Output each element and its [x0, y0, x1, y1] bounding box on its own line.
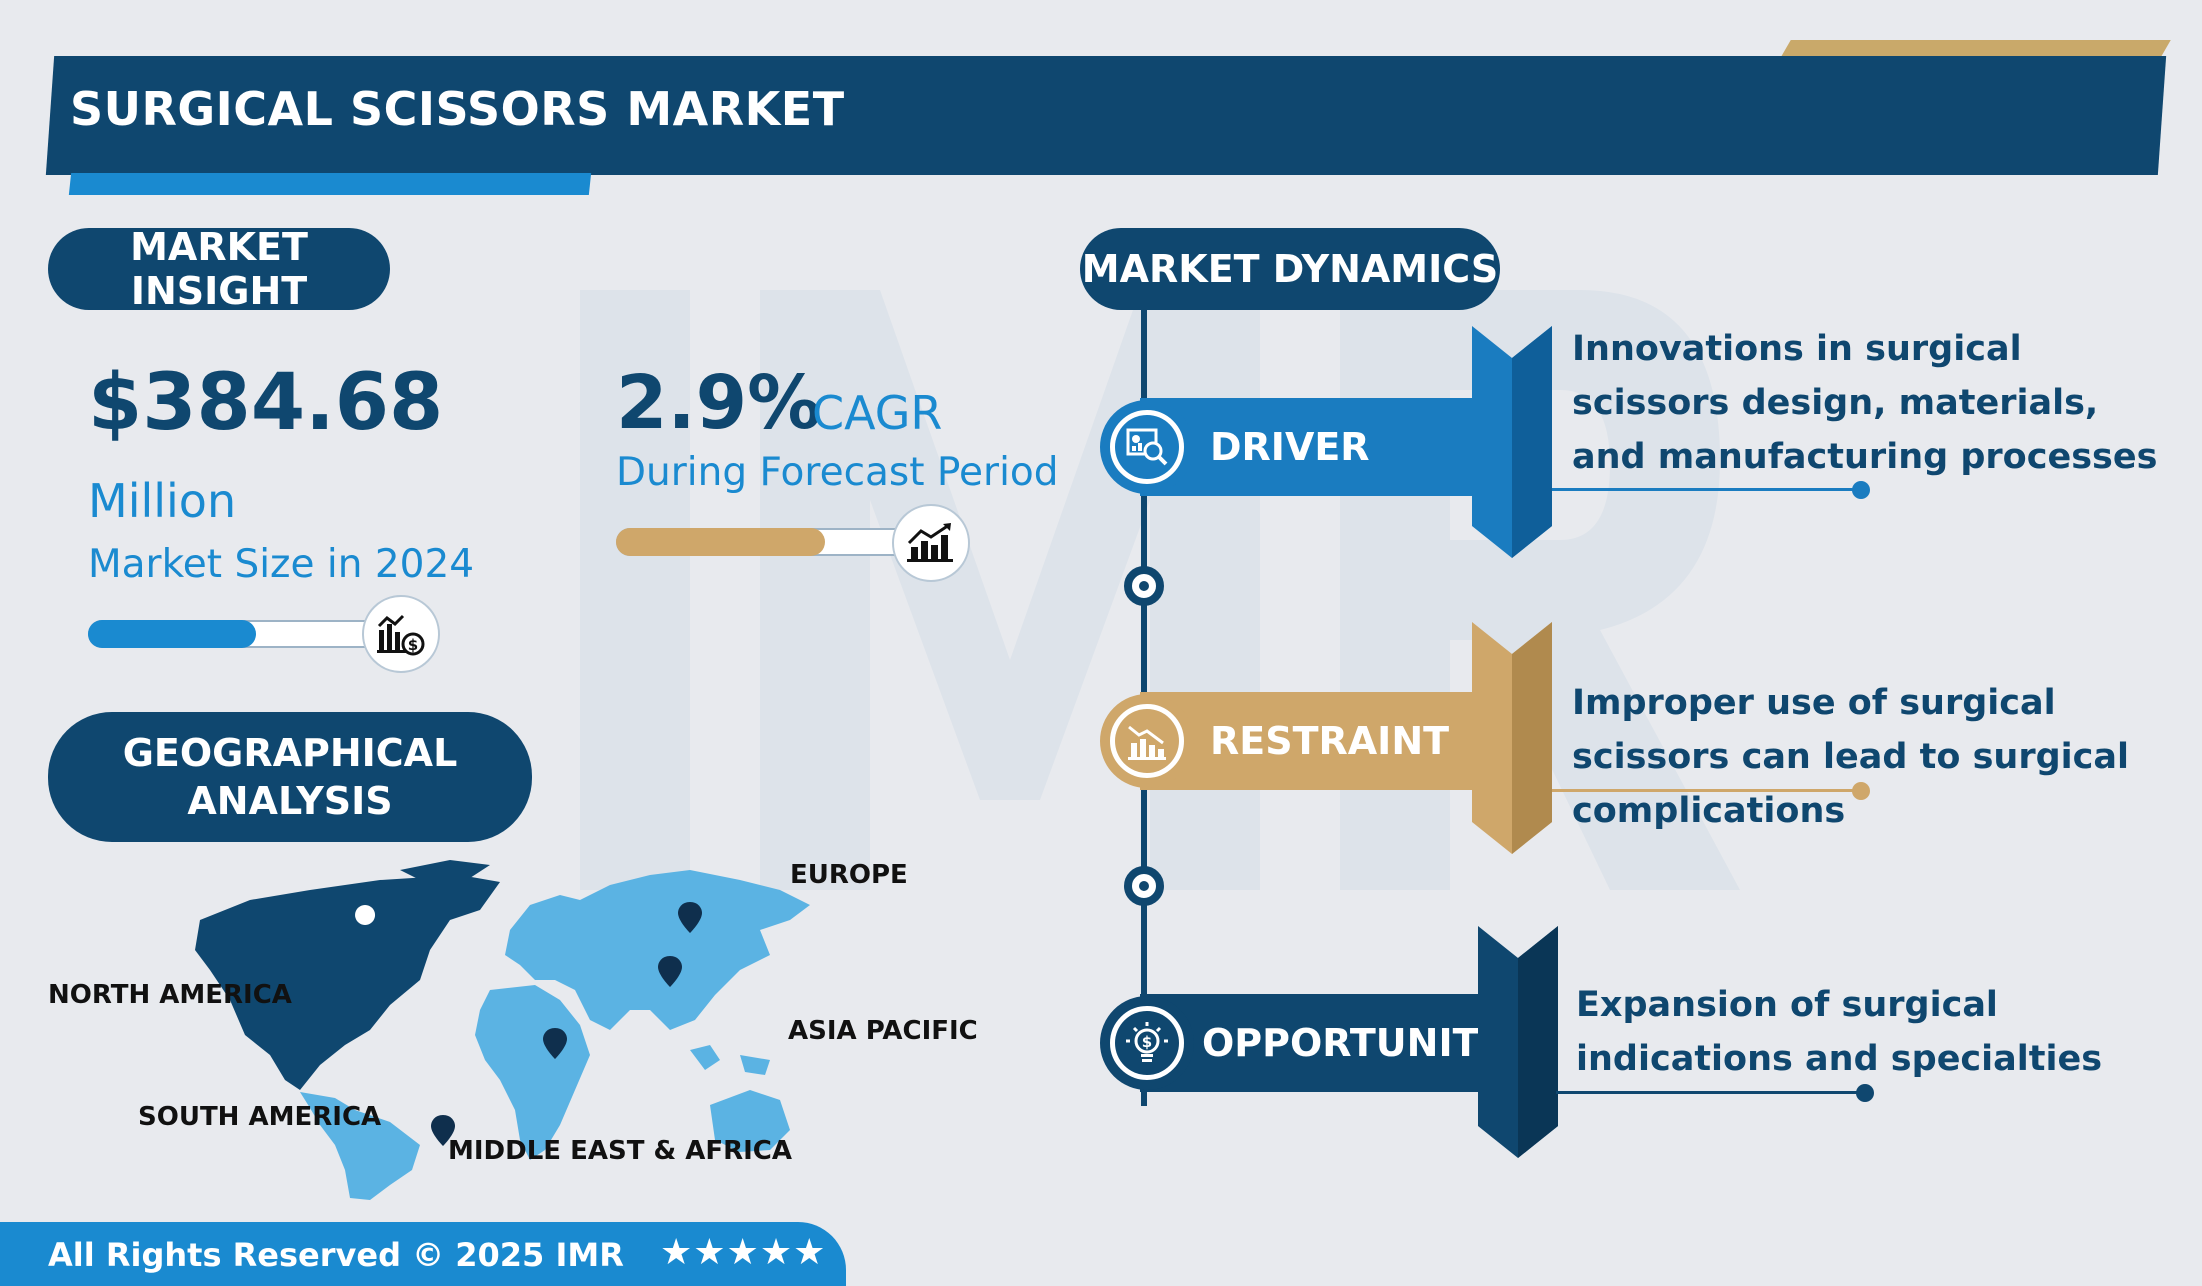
driver-ribbon [1472, 326, 1552, 558]
footer-bar [0, 1222, 846, 1286]
header-accent-blue [68, 173, 592, 195]
svg-text:$: $ [408, 636, 418, 654]
opportunity-label: OPPORTUNITY [1202, 1021, 1507, 1065]
region-label-europe: EUROPE [790, 860, 908, 890]
north-america-pin-icon [355, 905, 376, 925]
opportunity-description: Expansion of surgical indications and sp… [1576, 985, 2103, 1079]
growth-chart-icon [892, 504, 970, 582]
africa-pin-icon [543, 1028, 567, 1059]
restraint-badge [1100, 694, 1194, 788]
driver-label: DRIVER [1210, 425, 1370, 469]
svg-text:$: $ [1142, 1033, 1152, 1051]
opportunity-underline-dot [1856, 1084, 1874, 1102]
restraint-underline-dot [1852, 782, 1870, 800]
market-size-unit: Million [88, 474, 237, 528]
restraint-label: RESTRAINT [1210, 719, 1450, 763]
page-title: SURGICAL SCISSORS MARKET [70, 82, 845, 136]
market-insight-heading: MARKET INSIGHT [48, 225, 390, 313]
cagr-bar-fill [616, 528, 825, 556]
timeline-node [1124, 866, 1164, 906]
opportunity-ribbon [1478, 926, 1558, 1158]
market-size-label: Market Size in 2024 [88, 542, 475, 587]
restraint-description: Improper use of surgical scissors can le… [1572, 683, 2130, 831]
cagr-value: 2.9% [616, 360, 822, 446]
south-america-shape [300, 1092, 420, 1200]
market-dynamics-heading: MARKET DYNAMICS [1080, 228, 1500, 310]
region-label-north-america: NORTH AMERICA [48, 980, 292, 1010]
region-label-middle-east-africa: MIDDLE EAST & AFRICA [448, 1136, 792, 1166]
opportunity-band: OPPORTUNITY [1140, 994, 1506, 1092]
market-size-bar-fill [88, 620, 257, 648]
north-america-shape [195, 860, 500, 1090]
europe-pin-icon [678, 902, 702, 933]
bar-chart-dollar-icon: $ [362, 595, 440, 673]
declining-chart-icon [1115, 709, 1179, 773]
restraint-band: RESTRAINT [1140, 692, 1480, 790]
geographical-analysis-heading: GEOGRAPHICAL ANALYSIS [48, 712, 532, 842]
cagr-word: CAGR [812, 386, 943, 440]
world-map [195, 860, 810, 1200]
driver-underline-dot [1852, 481, 1870, 499]
eurasia-shape [505, 870, 810, 1030]
region-label-south-america: SOUTH AMERICA [138, 1102, 382, 1132]
opportunity-underline [1556, 1091, 1866, 1094]
driver-band: DRIVER [1140, 398, 1480, 496]
driver-badge [1100, 400, 1194, 494]
lightbulb-dollar-icon: $ [1115, 1011, 1179, 1075]
driver-description: Innovations in surgical scissors design,… [1572, 329, 2158, 477]
restraint-ribbon [1472, 622, 1552, 854]
timeline-node [1124, 566, 1164, 606]
copyright-text: All Rights Reserved © 2025 IMR [48, 1236, 624, 1274]
analytics-search-icon [1115, 415, 1179, 479]
asia-pin-icon [658, 956, 682, 987]
region-label-asia-pacific: ASIA PACIFIC [788, 1016, 978, 1046]
driver-underline [1552, 488, 1862, 491]
opportunity-badge: $ [1100, 996, 1194, 1090]
south-america-pin-icon [431, 1115, 455, 1146]
market-size-value: $384.68 [88, 358, 444, 448]
restraint-underline [1552, 789, 1862, 792]
africa-shape [475, 985, 590, 1160]
cagr-period-label: During Forecast Period [616, 450, 1059, 495]
oceania-shape [690, 1045, 790, 1152]
rating-stars: ★★★★★ [660, 1232, 827, 1273]
